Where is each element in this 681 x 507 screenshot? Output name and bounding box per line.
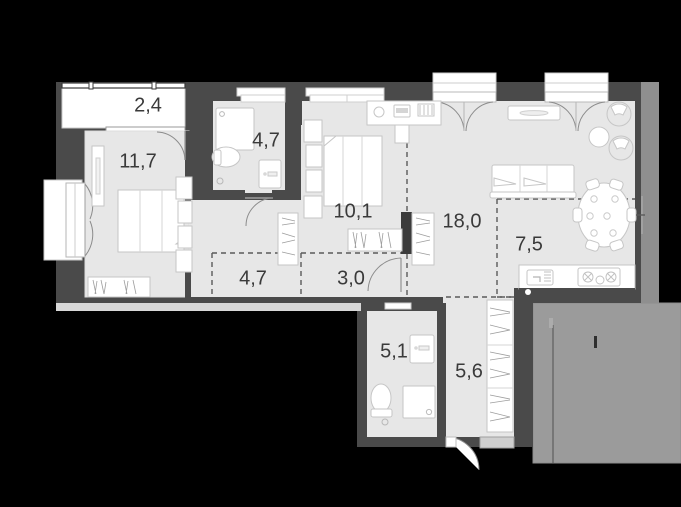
furniture-bathroom-main xyxy=(211,107,282,189)
furniture-bedroom-two xyxy=(277,100,442,266)
zone-dividers xyxy=(211,125,635,298)
room-loggia xyxy=(61,81,186,133)
furniture-bathroom-two xyxy=(370,334,436,426)
furniture-corridor xyxy=(486,299,514,433)
interior-doors[interactable] xyxy=(156,131,515,471)
balcony-terrace-area xyxy=(532,302,681,464)
area-label-hall-west: 4,7 xyxy=(239,267,267,289)
windows-top xyxy=(236,87,385,103)
furniture-bedroom-main xyxy=(87,145,193,298)
area-label-bedroom-two: 10,1 xyxy=(334,200,373,222)
area-label-bedroom-main: 11,7 xyxy=(119,150,156,172)
balcony-doors-living[interactable] xyxy=(432,72,609,132)
bottom-outer-sill xyxy=(56,299,361,311)
area-label-corridor: 5,6 xyxy=(455,360,483,382)
area-labels: 2,4 11,7 4,7 10,1 4,7 3,0 18,0 7,5 5,1 5… xyxy=(119,94,543,382)
balcony-door-bedroom[interactable] xyxy=(43,179,94,261)
area-label-loggia: 2,4 xyxy=(134,94,162,116)
area-label-bathroom-two: 5,1 xyxy=(380,340,408,362)
area-label-kitchen: 7,5 xyxy=(515,233,543,255)
furniture-living-kitchen xyxy=(489,101,645,297)
area-label-living-room: 18,0 xyxy=(443,210,482,232)
area-label-hall-mid: 3,0 xyxy=(337,267,365,289)
area-label-bathroom-main: 4,7 xyxy=(252,129,280,151)
